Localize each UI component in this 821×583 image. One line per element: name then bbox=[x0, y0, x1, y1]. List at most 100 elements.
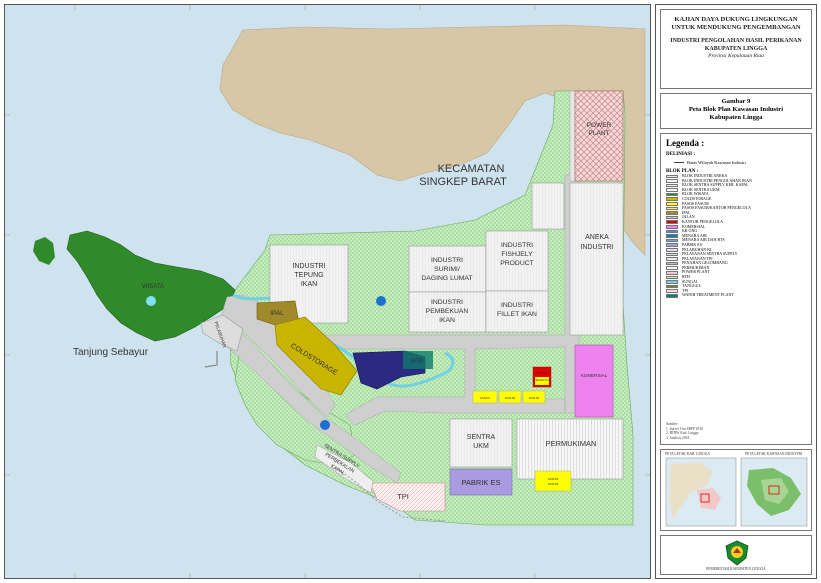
legend-delineasi-item: Batas Wilayah Kawasan Industri bbox=[674, 160, 806, 165]
block-pabrik-es[interactable] bbox=[449, 468, 513, 496]
legend-item: SUNGAI bbox=[666, 278, 806, 285]
legend-label: KOMERSIAL bbox=[682, 223, 706, 229]
label-fillet-1: INDUSTRI bbox=[501, 302, 533, 309]
legend-item: PELABUHAN KI bbox=[666, 247, 806, 253]
label-kecamatan-2: SINGKEP BARAT bbox=[419, 176, 507, 188]
source-line: 1. Survei Tim SRPP 2018 bbox=[666, 426, 703, 431]
legend-swatch bbox=[666, 280, 678, 284]
legend-swatch bbox=[666, 179, 678, 183]
label-power-2: PLANT bbox=[589, 130, 610, 137]
legend-item: IPAL bbox=[666, 210, 806, 216]
inset-left-highlight bbox=[700, 493, 710, 503]
label-permukiman: PERMUKIMAN bbox=[546, 439, 597, 448]
label-kantor-1: KANTOR bbox=[537, 371, 548, 375]
legend-label: BLOK SENTRA UKM bbox=[682, 186, 720, 192]
legend-box: Legenda : DELINIASI : Batas Wilayah Kawa… bbox=[660, 133, 812, 445]
legend-swatch bbox=[666, 238, 678, 243]
legend-swatch bbox=[666, 257, 678, 261]
water-tower-north bbox=[376, 296, 386, 306]
label-surimi-1: INDUSTRI bbox=[431, 257, 463, 264]
legend-swatch bbox=[666, 248, 678, 252]
side-panel: KAJIAN DAYA DUKUNG LINGKUNGAN UNTUK MEND… bbox=[655, 4, 817, 579]
legend-swatch bbox=[666, 225, 678, 229]
block-power-plant[interactable] bbox=[574, 90, 624, 182]
inset-left-land bbox=[669, 462, 713, 520]
figure-box: Gambar 9 Peta Blok Plan Kawasan Industri… bbox=[660, 93, 812, 129]
title-box: KAJIAN DAYA DUKUNG LINGKUNGAN UNTUK MEND… bbox=[660, 9, 812, 89]
block-pelabuhan[interactable] bbox=[200, 314, 244, 352]
source-line: Sumber: bbox=[666, 422, 679, 427]
map-frame[interactable]: KECAMATAN SINGKEP BARAT Tanjung Sebayur … bbox=[4, 4, 651, 579]
legend-label: BLOK INDUSTRI PENGOLAHAN IKAN bbox=[682, 177, 752, 183]
label-sentra-ukm-1: SENTRA bbox=[467, 434, 496, 441]
legend-item: PELAYANAN SENTRA SUPPLY bbox=[666, 251, 806, 257]
legend-item: COLDSTORAGE bbox=[666, 195, 806, 202]
legend-blokplan-heading: BLOK PLAN : bbox=[666, 169, 699, 174]
label-pembekuan-2: PEMBEKUAN bbox=[426, 308, 469, 315]
block-permukiman[interactable] bbox=[516, 418, 624, 480]
legend-item: BLOK INDUSTRI ANEKA bbox=[666, 173, 806, 179]
label-fillet-2: FILLET IKAN bbox=[497, 311, 537, 318]
figure-title-1: Peta Blok Plan Kawasan Industri bbox=[688, 106, 784, 113]
source-line: 3. Analisis 2018 bbox=[666, 435, 690, 440]
block-fasos-b[interactable] bbox=[498, 390, 522, 404]
legend-swatch bbox=[666, 275, 678, 280]
map-grid-ticks bbox=[5, 5, 650, 578]
label-fasum: FASUM bbox=[529, 396, 540, 400]
legend-label: KANTOR PENGELOLA bbox=[682, 218, 724, 224]
legend-item: BLOK INDUSTRI PENGOLAHAN IKAN bbox=[666, 177, 806, 184]
label-kecamatan-1: KECAMATAN bbox=[438, 163, 505, 175]
block-industri-surimi[interactable] bbox=[408, 245, 487, 293]
block-aneka-small-a[interactable] bbox=[531, 182, 565, 230]
label-tpi: TPI bbox=[397, 492, 409, 501]
block-plan-map[interactable]: KECAMATAN SINGKEP BARAT Tanjung Sebayur … bbox=[5, 5, 650, 578]
block-wtp-label-bg bbox=[403, 351, 433, 369]
legend-swatch bbox=[666, 197, 678, 202]
block-industri-pembekuan[interactable] bbox=[408, 291, 487, 333]
legend-swatch bbox=[666, 229, 678, 234]
block-komersial[interactable] bbox=[574, 344, 614, 418]
road-coastal bbox=[200, 316, 402, 484]
legend-label: BLOK SENTRA SUPPLY KEB. KAPAL bbox=[682, 182, 749, 188]
block-industri-fillet[interactable] bbox=[485, 290, 549, 333]
inset-right-title: PETA LETAK KAWASAN INDUSTRI bbox=[745, 452, 803, 456]
legend-item: TPI bbox=[666, 288, 806, 294]
inset-map-box: PETA LETAK KAB. LINGGA PETA LETAK KAWASA… bbox=[660, 449, 812, 531]
legend-item: PERMUKIMAN bbox=[666, 265, 806, 271]
block-fasum-bottom[interactable] bbox=[534, 470, 572, 492]
legend-swatch bbox=[666, 261, 678, 266]
legend-item: RTH bbox=[666, 274, 806, 280]
block-aneka-industri[interactable] bbox=[569, 182, 624, 336]
block-kantor-fasum[interactable] bbox=[535, 377, 549, 385]
block-sentra-supply[interactable] bbox=[314, 444, 374, 494]
legend-item: WATER TREATMENT PLANT bbox=[666, 293, 806, 298]
legend-label: PELAYANAN SENTRA SUPPLY bbox=[682, 251, 738, 257]
block-tpi[interactable] bbox=[369, 482, 446, 512]
legend-swatch bbox=[666, 252, 678, 257]
logo-caption: PEMERINTAH KABUPATEN LINGGA bbox=[706, 567, 766, 571]
block-fasum[interactable] bbox=[522, 390, 546, 404]
legend-label: BLOK INDUSTRI ANEKA bbox=[682, 173, 728, 178]
label-aneka-2: INDUSTRI bbox=[580, 244, 613, 251]
legend-item: KOMERSIAL bbox=[666, 223, 806, 230]
legend-label: POWER PLANT bbox=[682, 269, 710, 275]
wisata-lake bbox=[146, 296, 156, 306]
land-singkep-barat bbox=[219, 24, 646, 256]
label-fasos-b: FASUM bbox=[505, 396, 516, 400]
block-fasos-a[interactable] bbox=[472, 390, 498, 404]
label-pabrik-es: PABRIK ES bbox=[461, 478, 500, 487]
label-pembekuan-1: INDUSTRI bbox=[431, 299, 463, 306]
legend-item: BLOK WISATA bbox=[666, 192, 806, 197]
legend-swatch bbox=[666, 243, 678, 247]
block-aneka-small-b[interactable] bbox=[569, 90, 576, 182]
block-sentra-ukm[interactable] bbox=[449, 418, 513, 468]
legend-item: PABRIK ES bbox=[666, 242, 806, 248]
legend-delineasi-heading: DELINIASI : bbox=[666, 152, 696, 157]
block-coldstorage[interactable] bbox=[274, 316, 358, 396]
legend-label: COLDSTORAGE bbox=[682, 195, 712, 201]
legend-label: SUNGAI bbox=[682, 278, 698, 284]
label-fasum-bottom-1: FASUM bbox=[548, 477, 559, 481]
legend-item: PELAYANAN TPI bbox=[666, 256, 806, 262]
legend-swatch bbox=[666, 293, 678, 298]
block-industri-fishjelly[interactable] bbox=[485, 230, 549, 292]
